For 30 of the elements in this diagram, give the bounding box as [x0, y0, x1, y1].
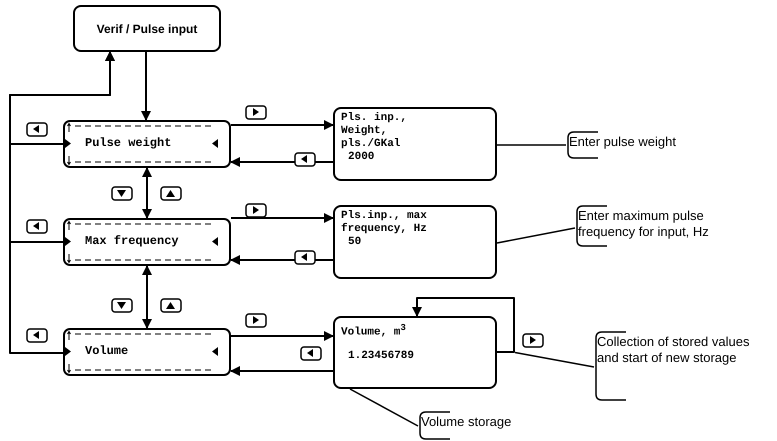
- arrow: [231, 213, 334, 223]
- leader-line: [497, 144, 566, 146]
- menu-item-label: Max frequency: [85, 234, 179, 248]
- arrow: [9, 51, 115, 354]
- arrow: [231, 120, 334, 130]
- parameter-value: 1.23456789: [347, 350, 416, 363]
- parameter-name: Pls.inp., max frequency, Hz: [341, 210, 428, 236]
- leader-line: [350, 388, 418, 427]
- arrow: [230, 366, 333, 376]
- arrow: [142, 167, 152, 219]
- menu-item-label: Volume: [85, 344, 128, 358]
- display-screen-box: [333, 205, 497, 279]
- note-text: Enter pulse weight: [569, 134, 677, 150]
- parameter-name: Volume, m$^{3}$: [341, 321, 407, 340]
- display-screen-box: [333, 316, 497, 389]
- menu-item-label: Pulse weight: [85, 136, 172, 150]
- arrow: [412, 297, 515, 353]
- note-text: Enter maximum pulse frequency for input, Hz: [578, 208, 710, 240]
- arrow: [142, 265, 152, 329]
- arrow: [141, 52, 151, 121]
- leader-line: [496, 227, 576, 244]
- leader-line: [514, 352, 594, 368]
- menu-title-box: Verif / Pulse input: [73, 5, 221, 52]
- note-text: Volume storage: [421, 414, 512, 430]
- arrow: [231, 331, 334, 341]
- parameter-value: 2000: [347, 151, 376, 164]
- note-text: Collection of stored values and start of new storage: [597, 334, 750, 366]
- display-screen-box: [333, 107, 497, 181]
- parameter-name: Pls. inp., Weight, pls./GKal: [341, 112, 408, 151]
- parameter-value: 50: [347, 236, 362, 249]
